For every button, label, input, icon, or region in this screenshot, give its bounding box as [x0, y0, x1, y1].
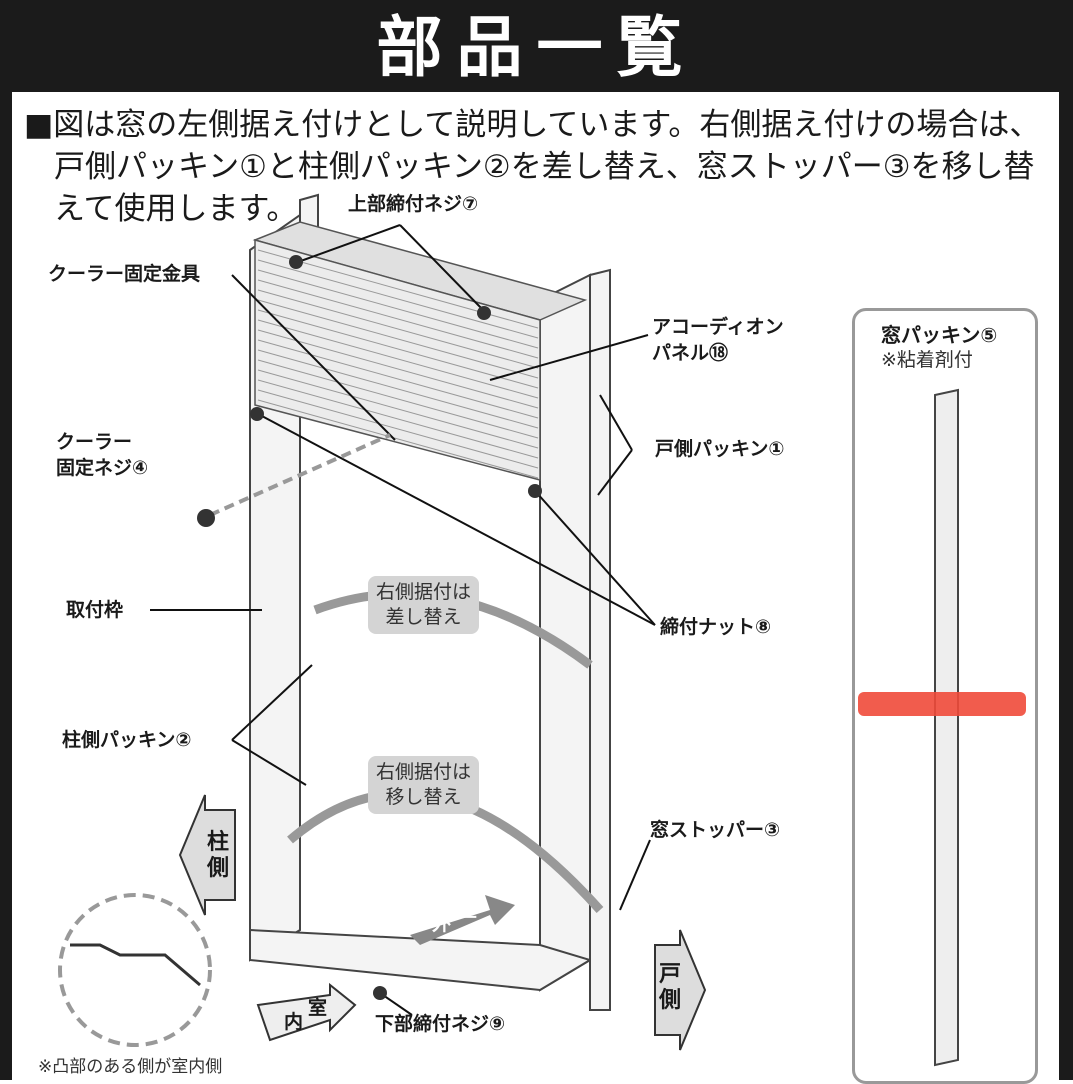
pillar-side-label: 柱側 [206, 830, 229, 881]
footnote: ※凸部のある側が室内側 [38, 1057, 223, 1077]
intro-line-3: えて使用します。 [54, 191, 298, 227]
indoor-label-a: 内 [284, 1011, 304, 1033]
outdoor-label-b: 室 [458, 899, 478, 921]
move-note: 右側据付は 移し替え [368, 756, 480, 814]
panel-title: 窓パッキン⑤ [881, 323, 998, 347]
label-fix-screw-1: クーラー [56, 431, 133, 453]
accordion-rib [257, 299, 539, 379]
swap-note-line-2: 差し替え [385, 606, 462, 628]
move-note-line-1: 右側据付は [376, 761, 472, 783]
label-accordion-2: パネル⑱ [652, 342, 729, 364]
page-title: 部品一覧 [376, 9, 697, 86]
accordion-rib [257, 339, 539, 419]
indoor-arrow [256, 982, 357, 1042]
label-pillar-packing: 柱側パッキン② [62, 729, 192, 751]
label-bottom-screw: 下部締付ネジ⑨ [375, 1013, 506, 1035]
accordion-rib [257, 259, 539, 339]
intro-line-1: ■図は窓の左側据え付けとして説明しています。右側据え付けの場合は、 [24, 107, 1041, 143]
title-bar [0, 0, 1073, 92]
outdoor-arrow [410, 895, 515, 945]
outdoor-label-a: 外 [432, 913, 452, 935]
label-nut: 締付ナット⑧ [660, 616, 772, 638]
label-top-screw: 上部締付ネジ⑦ [348, 193, 479, 215]
label-mount-frame: 取付枠 [66, 599, 124, 621]
screws [197, 255, 542, 1000]
accordion-panel-drawing [252, 221, 588, 481]
door-side-arrow [654, 929, 707, 1051]
label-fix-screw-2: 固定ネジ④ [56, 457, 149, 479]
swap-note-line-1: 右側据付は [376, 581, 472, 603]
label-window-stopper: 窓ストッパー③ [650, 819, 781, 841]
accordion-rib [257, 399, 539, 479]
accordion-rib [257, 249, 539, 329]
detail-callout [58, 893, 212, 1047]
swap-note: 右側据付は 差し替え [368, 576, 480, 634]
accordion-rib [257, 319, 539, 399]
leader-lines [150, 224, 656, 1016]
intro-text: ■図は窓の左側据え付けとして説明しています。右側据え付けの場合は、 戸側パッキン… [24, 104, 1054, 230]
right-border [1059, 0, 1073, 1080]
accordion-rib [257, 309, 539, 389]
label-door-packing: 戸側パッキン① [655, 438, 785, 460]
accordion-rib [257, 279, 539, 359]
intro-line-2: 戸側パッキン①と柱側パッキン②を差し替え、窓ストッパー③を移し替 [54, 149, 1035, 185]
label-cooler-bracket: クーラー固定金具 [48, 263, 201, 285]
label-accordion-1: アコーディオン [652, 316, 784, 338]
panel-subtitle: ※粘着剤付 [881, 349, 973, 371]
accordion-rib [257, 369, 539, 449]
accordion-rib [257, 349, 539, 429]
accordion-rib [257, 359, 539, 439]
mount-frame-drawing [249, 193, 611, 1011]
window-packing-panel: 窓パッキン⑤ ※粘着剤付 [852, 308, 1038, 1084]
pillar-side-arrow [178, 794, 236, 916]
indoor-label-b: 室 [308, 997, 328, 1019]
move-note-line-2: 移し替え [385, 786, 462, 808]
accordion-rib [257, 289, 539, 369]
door-side-label: 戸側 [658, 962, 681, 1013]
accordion-rib [257, 269, 539, 349]
accordion-rib [257, 329, 539, 409]
accordion-rib [257, 389, 539, 469]
accordion-rib [257, 379, 539, 459]
left-border [0, 0, 12, 1080]
